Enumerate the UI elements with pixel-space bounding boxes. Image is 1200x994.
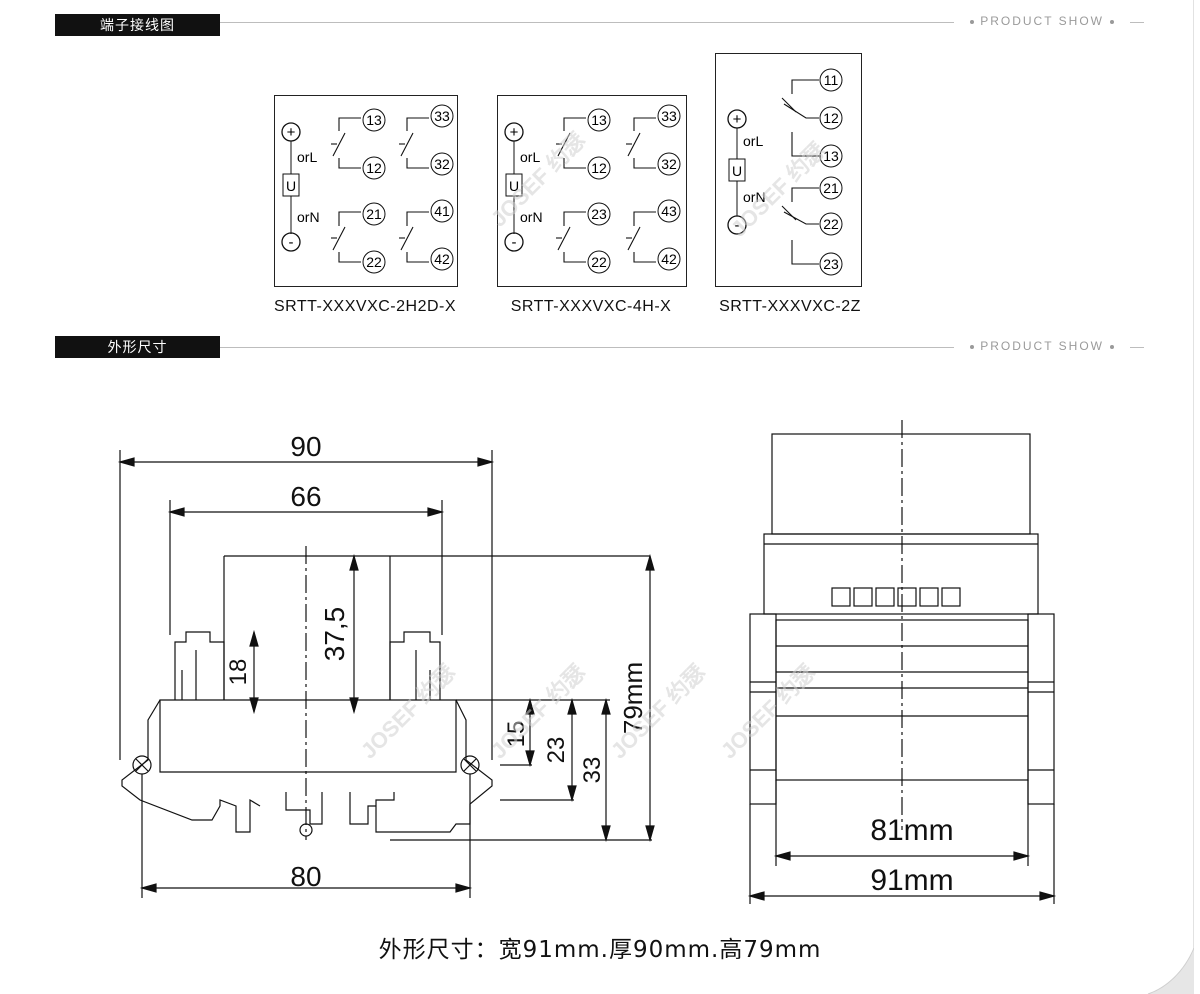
terminal-label: 32 [661,156,677,172]
section-divider [220,347,1144,348]
dim-right-2: 23 [543,737,570,764]
minus-symbol: - [289,234,294,251]
dim-body-width: 66 [290,481,321,512]
page-curl-decoration [1147,948,1194,994]
terminal-label: 13 [823,148,839,164]
supply-label-bottom: orN [743,189,766,205]
wiring-schematic-2h2d: + orL U orN - 13 12 33 32 21 22 41 42 [281,104,454,274]
terminal-label: 42 [434,251,450,267]
terminal-label: 41 [434,203,450,219]
wiring-diagram-2z: + orL U orN - 11 12 13 21 22 23 [715,53,862,287]
terminal-label: 11 [824,72,839,88]
terminal-label: 12 [823,110,839,126]
section-title-dimensions: 外形尺寸 [55,336,220,358]
plus-symbol: + [287,124,296,141]
terminal-label: 23 [591,206,607,222]
model-label-2h2d: SRTT-XXXVXC-2H2D-X [273,298,457,315]
wiring-diagram-4h: + orL U orN - 13 12 33 32 23 22 43 42 [497,95,687,287]
coil-label: U [509,178,519,194]
dim-right-3: 33 [579,757,606,784]
dim-side-overall-width: 91mm [870,864,953,897]
model-label-2z: SRTT-XXXVXC-2Z [719,298,861,315]
plus-symbol: + [510,124,519,141]
terminal-label: 12 [366,160,382,176]
terminal-label: 22 [591,254,607,270]
terminal-label: 13 [366,112,382,128]
terminal-label: 21 [823,180,839,196]
coil-label: U [732,163,742,179]
page-edge [1193,0,1194,994]
dim-right-1: 15 [503,721,530,748]
dim-height-upper: 37,5 [319,607,350,662]
terminal-label: 13 [591,112,607,128]
plus-symbol: + [733,111,742,128]
terminal-label: 22 [823,216,839,232]
terminal-label: 12 [591,160,607,176]
dim-side-inner-width: 81mm [870,814,953,847]
minus-symbol: - [735,217,740,234]
coil-label: U [286,178,296,194]
wiring-schematic-2z: + orL U orN - 11 12 13 21 22 23 [727,68,843,276]
section-divider [220,22,1144,23]
product-show-tagline: PRODUCT SHOW [954,339,1130,353]
section-title-wiring: 端子接线图 [55,14,220,36]
model-label-4h: SRTT-XXXVXC-4H-X [510,298,672,315]
supply-label-top: orL [520,149,540,165]
dimensions-caption: 外形尺寸：宽91mm.厚90mm.高79mm [378,937,822,963]
terminal-label: 42 [661,251,677,267]
terminal-label: 22 [366,254,382,270]
terminal-label: 23 [823,256,839,272]
terminal-label: 33 [661,108,677,124]
terminal-label: 43 [661,203,677,219]
terminal-label: 21 [366,206,382,222]
terminal-label: 32 [434,156,450,172]
minus-symbol: - [512,234,517,251]
wiring-diagram-2h2d: + orL U orN - 13 12 33 32 21 22 41 42 [274,95,458,287]
side-view-drawing: 81mm 91mm [747,420,1057,904]
dim-total-height: 79mm [618,662,648,734]
dim-base-width: 80 [290,861,321,892]
supply-label-top: orL [297,149,317,165]
dim-terminal-height: 18 [225,659,252,686]
supply-label-bottom: orN [520,209,543,225]
dim-overall-width: 90 [290,431,321,462]
wiring-schematic-4h: + orL U orN - 13 12 33 32 23 22 43 42 [504,104,681,274]
supply-label-bottom: orN [297,209,320,225]
terminal-label: 33 [434,108,450,124]
supply-label-top: orL [743,133,763,149]
front-view-drawing: 90 66 80 37,5 18 15 23 33 79mm [117,431,655,898]
product-show-tagline: PRODUCT SHOW [954,14,1130,28]
